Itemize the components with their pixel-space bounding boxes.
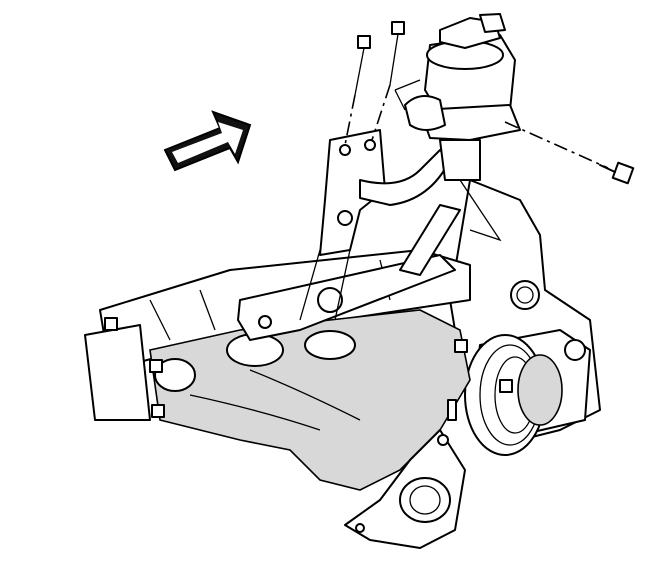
egr-valve (404, 13, 521, 181)
egr-tube (299, 129, 451, 321)
exhaust-manifold (149, 309, 471, 491)
outlet-flange (344, 429, 466, 549)
studs (104, 317, 513, 421)
arrow-up-right-icon (163, 110, 252, 172)
egr-bolt-2 (371, 21, 405, 141)
egr-valve-bolt (504, 121, 635, 185)
egr-bolt-1 (344, 35, 371, 146)
converter (464, 334, 563, 456)
callout-lines (394, 79, 502, 242)
manifold-bracket (237, 204, 461, 341)
